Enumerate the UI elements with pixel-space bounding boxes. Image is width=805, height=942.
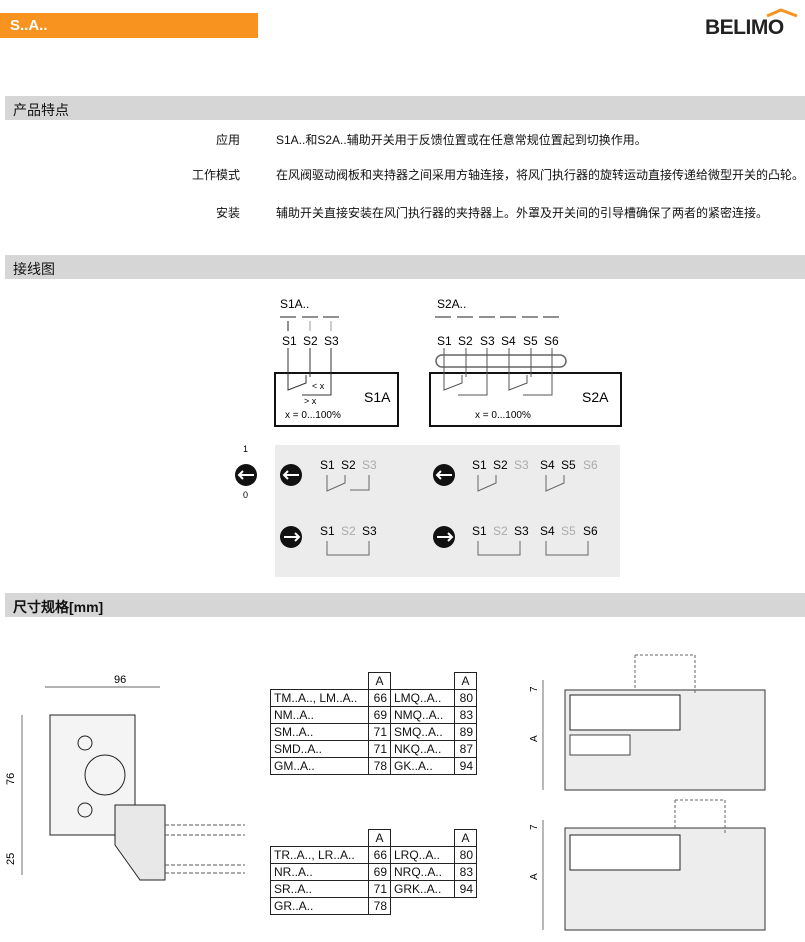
svg-text:x = 0...100%: x = 0...100%: [285, 410, 341, 421]
svg-text:S2A..: S2A..: [437, 297, 466, 311]
svg-text:S2: S2: [458, 334, 473, 348]
dimension-drawing-front: 96 76 25: [5, 674, 245, 881]
svg-text:S3: S3: [514, 458, 529, 472]
svg-text:S2: S2: [493, 458, 508, 472]
document-title-bar: S..A..: [0, 13, 258, 38]
dimension-drawing-side: 7 A 7 A: [529, 654, 766, 931]
svg-text:> x: > x: [304, 396, 317, 406]
svg-text:x = 0...100%: x = 0...100%: [475, 410, 531, 421]
svg-text:76: 76: [5, 773, 17, 785]
svg-text:A: A: [529, 735, 540, 742]
svg-text:S6: S6: [583, 458, 598, 472]
svg-text:S6: S6: [583, 524, 598, 538]
svg-text:S2: S2: [493, 524, 508, 538]
svg-text:S2: S2: [303, 334, 318, 348]
svg-text:1: 1: [243, 444, 248, 454]
svg-text:7: 7: [529, 824, 540, 830]
svg-text:S5: S5: [523, 334, 538, 348]
svg-text:S3: S3: [362, 458, 377, 472]
section-wiring: 接线图: [5, 255, 805, 279]
svg-text:S3: S3: [480, 334, 495, 348]
svg-text:S1: S1: [320, 524, 335, 538]
document-title: S..A..: [10, 17, 48, 34]
svg-text:S4: S4: [501, 334, 516, 348]
svg-text:S1: S1: [472, 458, 487, 472]
svg-text:S1: S1: [320, 458, 335, 472]
svg-text:S2: S2: [341, 458, 356, 472]
svg-text:96: 96: [114, 674, 126, 686]
svg-text:S3: S3: [362, 524, 377, 538]
svg-text:S3: S3: [514, 524, 529, 538]
svg-text:S3: S3: [324, 334, 339, 348]
svg-text:7: 7: [529, 686, 540, 692]
svg-text:S1: S1: [437, 334, 452, 348]
rotation-knob-icon: 10: [235, 444, 257, 500]
svg-text:S1: S1: [472, 524, 487, 538]
svg-text:A: A: [529, 873, 540, 880]
svg-text:S1A: S1A: [364, 389, 391, 405]
svg-text:S5: S5: [561, 524, 576, 538]
belimo-logo: BELIMO: [705, 8, 801, 40]
section-dimensions: 尺寸规格[mm]: [5, 593, 805, 617]
svg-text:S6: S6: [544, 334, 559, 348]
svg-text:S2A: S2A: [582, 389, 609, 405]
svg-text:S2: S2: [341, 524, 356, 538]
svg-text:S4: S4: [540, 458, 555, 472]
svg-text:S4: S4: [540, 524, 555, 538]
svg-text:< x: < x: [312, 381, 325, 391]
section-features: 产品特点: [5, 96, 805, 120]
svg-text:S1A..: S1A..: [280, 297, 309, 311]
svg-text:S1: S1: [282, 334, 297, 348]
svg-text:25: 25: [5, 853, 17, 865]
table-row: GR..A..78: [270, 897, 477, 915]
svg-text:S5: S5: [561, 458, 576, 472]
svg-text:0: 0: [243, 490, 248, 500]
